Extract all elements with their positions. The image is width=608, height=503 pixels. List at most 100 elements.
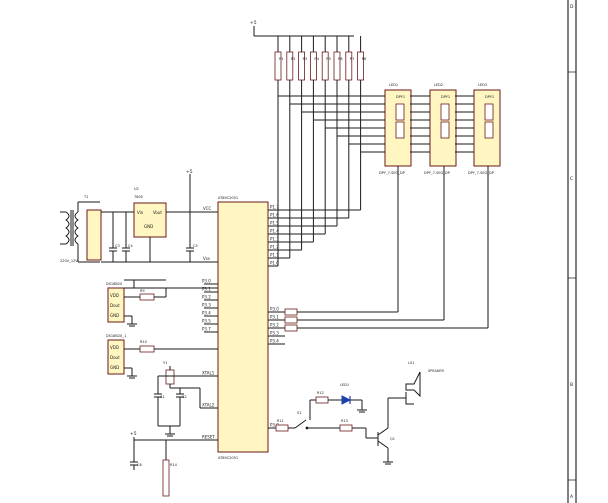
mcu-vss-pin: Vss bbox=[203, 256, 210, 261]
mcu-left-pin: XTAL2 bbox=[202, 403, 215, 408]
mcu-left-pin: P3.1 bbox=[202, 287, 211, 292]
vcc-mid-label: +5 bbox=[186, 169, 193, 175]
vcc-top-label: +5 bbox=[250, 20, 257, 26]
frame-marker-c: C bbox=[570, 176, 573, 182]
resistor-label: R8 bbox=[362, 57, 367, 61]
resistor-label: R3 bbox=[303, 57, 308, 61]
mcu-right-pin: P3.2 bbox=[270, 323, 279, 328]
mcu-left-pin: P3.0 bbox=[202, 279, 211, 284]
cap-c1-label: C1 bbox=[160, 395, 165, 399]
display-chip: DPY1 bbox=[396, 95, 405, 99]
regulator-part: 7805 bbox=[134, 195, 143, 199]
cap-c4-label: C4 bbox=[128, 244, 133, 248]
seven-segment-displays: LED1DPY1DPY_7-SEG_DPLED2DPY1DPY_7-SEG_DP… bbox=[379, 83, 501, 175]
display-chip: DPY1 bbox=[441, 95, 450, 99]
transformer-ref: T1 bbox=[83, 195, 88, 199]
crystal-oscillator: Y1 C1 C2 bbox=[154, 361, 218, 437]
resistor-label: R4 bbox=[314, 57, 319, 61]
mcu-left-pin: P3.3 bbox=[202, 303, 211, 308]
mcu-right-pin: P1.1 bbox=[270, 253, 279, 258]
resistor-label: R7 bbox=[350, 57, 355, 61]
bridge-rectifier bbox=[86, 209, 102, 261]
sensor-pin: GND bbox=[110, 313, 119, 318]
r13-label: R13 bbox=[341, 419, 348, 423]
r12-label: R12 bbox=[317, 391, 324, 395]
drawing-frame: D C B A bbox=[567, 0, 577, 503]
cap-c3-label: C3 bbox=[115, 244, 120, 248]
transformer-label: 220V_12V bbox=[60, 259, 78, 263]
regulator-pin-gnd: GND bbox=[144, 224, 153, 229]
output-circuit: R11 S1 R12 LED1 R13 Q1 LS1 bbox=[268, 361, 444, 465]
mcu-right-pin: P3.0 bbox=[270, 307, 279, 312]
crystal-label: Y1 bbox=[163, 361, 167, 365]
switch-label: S1 bbox=[297, 411, 301, 415]
transformer: T1 220V_12V bbox=[60, 195, 100, 263]
mcu-right-pin: P3.3 bbox=[270, 331, 279, 336]
sensor-pin: VDD bbox=[110, 293, 119, 298]
reset-circuit: +5 C6 R14 bbox=[130, 431, 218, 497]
sensor-ref: DS18B20 bbox=[106, 282, 122, 286]
display-chip: DPY1 bbox=[485, 95, 494, 99]
vcc-bottom-label: +5 bbox=[130, 431, 137, 437]
regulator-ref: U2 bbox=[134, 187, 139, 191]
mcu-right-pin: P1.0 bbox=[270, 261, 279, 266]
frame-marker-d: D bbox=[570, 4, 574, 10]
sensor-ref: DS18B20_1 bbox=[106, 334, 126, 338]
speaker-ref: LS1 bbox=[408, 361, 414, 365]
display-part: DPY_7-SEG_DP bbox=[424, 171, 450, 175]
mcu-bottom-label: AT89C2051 bbox=[218, 456, 238, 460]
resistor-label: R1 bbox=[279, 57, 284, 61]
mcu-right-pin: P1.7 bbox=[270, 205, 279, 210]
mcu-right-pin: P3.4 bbox=[270, 339, 279, 344]
r14-label: R14 bbox=[170, 463, 178, 467]
sensor-pin: VDD bbox=[110, 345, 119, 350]
cap-c6-label: C6 bbox=[137, 463, 142, 467]
transistor-label: Q1 bbox=[390, 437, 395, 441]
mcu-right-pin: P1.6 bbox=[270, 213, 279, 218]
display-part: DPY_7-SEG_DP bbox=[468, 171, 494, 175]
mcu-left-pin: XTAL1 bbox=[202, 371, 215, 376]
mcu-right-pin: P1.2 bbox=[270, 245, 279, 250]
mcu-left-pin: P3.2 bbox=[202, 295, 211, 300]
resistor-label: R6 bbox=[338, 57, 343, 61]
cap-c5-label: C5 bbox=[193, 244, 198, 248]
mcu-right-pin: P1.4 bbox=[270, 229, 279, 234]
frame-marker-b: B bbox=[570, 382, 573, 388]
sensor-pin: Dout bbox=[110, 355, 120, 360]
regulator-pin-in: Vin bbox=[137, 210, 144, 215]
cap-c2-label: C2 bbox=[182, 395, 187, 399]
mcu-right-pin: P1.3 bbox=[270, 237, 279, 242]
microcontroller: AT89C2051 AT89C2051 VCC Vss P3.0P3.1P3.2… bbox=[202, 96, 489, 460]
sensor-resistors: R9 R10 bbox=[124, 287, 218, 353]
filter-capacitors: C3 C4 bbox=[101, 211, 134, 263]
mcu-left-pin: P3.5 bbox=[202, 319, 211, 324]
frame-marker-a: A bbox=[570, 494, 574, 500]
mcu-right-pin: P1.5 bbox=[270, 221, 279, 226]
sensor-pin: Dout bbox=[110, 303, 120, 308]
display-ref: LED3 bbox=[478, 83, 487, 87]
speaker-label: SPEAKER bbox=[428, 369, 444, 373]
led-d1-label: LED1 bbox=[340, 383, 349, 387]
resistor-label: R2 bbox=[291, 57, 296, 61]
voltage-regulator: U2 7805 Vin Vout GND +5 C5 bbox=[133, 169, 218, 263]
mcu-right-pin: P3.0 bbox=[270, 423, 279, 428]
regulator-pin-out: Vout bbox=[153, 210, 162, 215]
mcu-left-pin: P3.7 bbox=[202, 327, 211, 332]
r9-label: R9 bbox=[140, 289, 145, 293]
mcu-left-pin: RESET bbox=[202, 435, 215, 440]
mcu-vcc-pin: VCC bbox=[203, 206, 212, 211]
display-bus bbox=[278, 95, 474, 153]
display-part: DPY_7-SEG_DP bbox=[379, 171, 405, 175]
r10-label: R10 bbox=[140, 340, 147, 344]
mcu-top-label: AT89C2051 bbox=[218, 196, 238, 200]
display-ref: LED1 bbox=[389, 83, 398, 87]
mcu-right-pin: P3.1 bbox=[270, 315, 279, 320]
r11-label: R11 bbox=[277, 419, 284, 423]
